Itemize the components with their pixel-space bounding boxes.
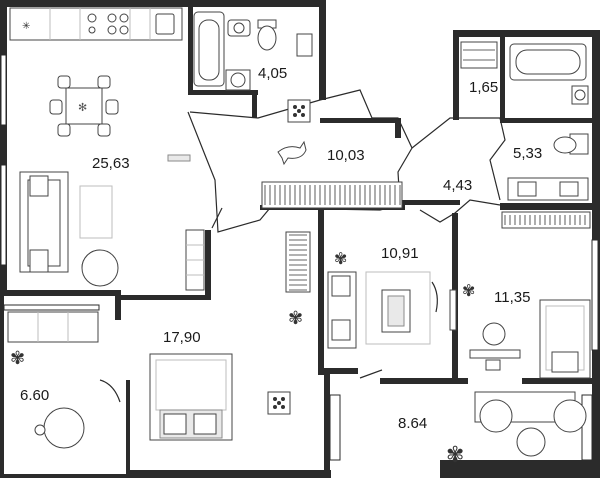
dog-figure <box>277 140 307 166</box>
loggia-left-furniture: ✾ <box>7 311 99 449</box>
area-bathroom-second: 5,33 <box>513 145 542 162</box>
bedroom-right-furniture: ✾ <box>462 281 591 379</box>
area-bedroom-main: 17,90 <box>163 329 201 346</box>
shelf-unit <box>185 229 205 291</box>
wardrobe-hall <box>261 181 403 209</box>
bedroom-main-furniture: ✾ <box>149 308 303 441</box>
area-wc: 1,65 <box>469 79 498 96</box>
partition-stub <box>167 154 191 162</box>
dining-table: ✻ <box>49 75 119 137</box>
wardrobe-bedroom <box>285 231 311 293</box>
area-kitchen-living: 25,63 <box>92 155 130 172</box>
svg-text:✾: ✾ <box>462 281 475 300</box>
wardrobe-right <box>501 211 591 229</box>
svg-text:✳: ✳ <box>22 21 30 32</box>
area-labels: 4,05 1,65 5,33 25,63 10,03 4,43 10,91 11… <box>20 65 542 432</box>
svg-text:✻: ✻ <box>78 101 87 114</box>
kitchen-furniture: ✳ <box>9 7 183 41</box>
area-bathroom-main: 4,05 <box>258 65 287 82</box>
wc-fixtures <box>460 41 498 69</box>
area-loggia-left: 6.60 <box>20 387 49 404</box>
area-hall: 10,03 <box>327 147 365 164</box>
svg-text:✾: ✾ <box>446 443 464 468</box>
bathroom-main-fixtures <box>193 11 313 123</box>
door-swings <box>99 207 438 403</box>
area-loggia-right: 8.64 <box>398 415 427 432</box>
svg-text:✾: ✾ <box>334 249 347 268</box>
area-corridor: 4,43 <box>443 177 472 194</box>
bedroom-middle-furniture: ✾ <box>327 249 457 349</box>
sofa-living <box>19 171 119 287</box>
loggia-right-furniture: ✾ <box>446 391 587 468</box>
area-bedroom-right: 11,35 <box>494 289 530 306</box>
svg-text:✾: ✾ <box>10 348 25 369</box>
svg-text:✾: ✾ <box>288 308 303 329</box>
bathroom-second-fixtures <box>507 43 589 201</box>
area-bedroom-middle: 10,91 <box>381 245 419 262</box>
